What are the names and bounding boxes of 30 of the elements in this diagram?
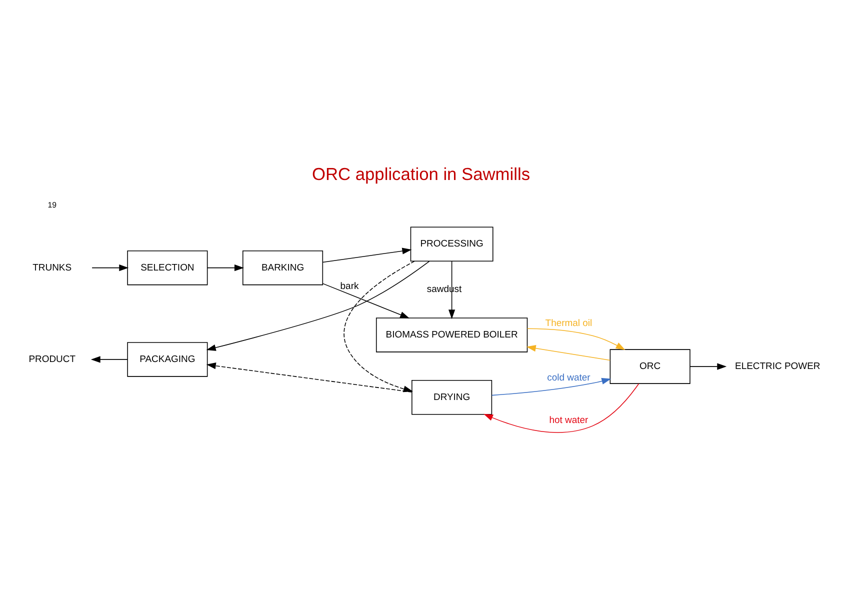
node-text: TRUNKS [32, 262, 72, 273]
node-box: DRYING [412, 380, 492, 414]
node-box: PACKAGING [127, 342, 208, 376]
node-box: ORC [610, 348, 690, 384]
arrow [322, 282, 410, 318]
node-text: ELECTRIC POWER [735, 360, 820, 372]
arrow [206, 264, 244, 271]
node-box: BIOMASS POWERED BOILER [376, 317, 528, 352]
arrow [484, 382, 640, 432]
node-box: BARKING [242, 250, 324, 285]
edge-label: Thermal oil [545, 317, 592, 328]
arrow [526, 344, 610, 360]
node-text: PRODUCT [28, 353, 76, 364]
diagram-title: ORC application in Sawmills [312, 164, 530, 184]
label: 19 [48, 200, 56, 209]
edge-label: cold water [547, 372, 590, 383]
arrow [448, 260, 456, 319]
arrow [206, 362, 412, 392]
node-box: PROCESSING [410, 226, 494, 261]
edge-label: hot water [549, 414, 588, 426]
arrow [322, 247, 412, 262]
node-box: SELECTION [127, 250, 208, 285]
arrow [206, 260, 430, 350]
arrow [690, 362, 727, 370]
arrow [491, 377, 612, 396]
arrow [90, 356, 128, 362]
edge-label: bark [340, 280, 359, 292]
arrow [526, 328, 626, 350]
arrow [92, 264, 129, 271]
arrow [344, 260, 415, 392]
